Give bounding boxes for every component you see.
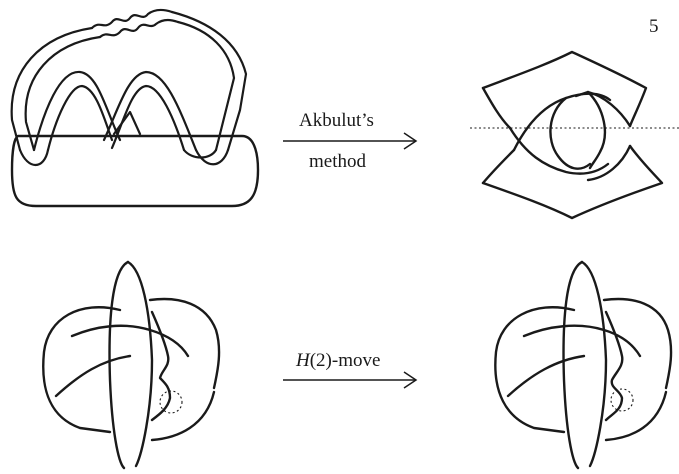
inner-lens-right-b xyxy=(586,144,632,182)
inner-diagonal xyxy=(522,324,642,358)
outer-top-arc xyxy=(148,297,221,390)
middle-triangle xyxy=(112,110,142,136)
twist-strands xyxy=(90,8,174,30)
vertical-loop-b xyxy=(580,260,608,468)
hump-left xyxy=(32,70,122,152)
dotted-circle xyxy=(159,390,183,414)
doubled-knot-diagram xyxy=(10,8,260,208)
knot-before-move xyxy=(42,260,221,470)
knot-after-move xyxy=(494,260,673,470)
vertical-loop xyxy=(562,260,584,470)
face-profile xyxy=(150,310,172,422)
move-label-h: H xyxy=(296,350,310,371)
dotted-circle xyxy=(610,388,634,412)
outer-left-arc xyxy=(494,306,576,434)
vertical-loop-b xyxy=(126,260,154,468)
right-band-b xyxy=(176,20,236,152)
arrow-label-line2: method xyxy=(309,151,366,172)
twist-strands-b xyxy=(98,18,180,39)
framed-knot-diagram xyxy=(470,50,679,220)
outer-left-arc xyxy=(42,306,122,434)
bottom-arrow xyxy=(283,371,418,389)
lower-left-bend xyxy=(18,148,50,167)
face-profile xyxy=(604,310,624,422)
inner-lens-left-b xyxy=(508,126,610,175)
outer-right-arc xyxy=(604,390,668,442)
move-label: H(2)-move xyxy=(296,350,380,372)
outer-diamond-top xyxy=(481,50,648,128)
inner-diagonal xyxy=(70,324,190,358)
hump-left-b xyxy=(46,84,114,152)
move-label-rest: (2)-move xyxy=(309,350,381,371)
top-arrow xyxy=(283,132,418,150)
outer-top-arc xyxy=(602,297,673,390)
framing-number: 5 xyxy=(649,16,659,37)
outer-band-loop xyxy=(10,26,94,152)
outer-diamond-bottom xyxy=(481,144,664,220)
center-loop-b xyxy=(586,90,607,170)
right-band xyxy=(170,10,248,152)
base-band xyxy=(10,134,260,208)
hump-right xyxy=(102,70,198,152)
vertical-loop xyxy=(108,260,130,470)
outer-band-loop-b xyxy=(24,35,102,152)
lower-right-bend-b xyxy=(182,148,218,159)
outer-diamond-lower-left xyxy=(481,148,516,185)
inner-diagonal-b xyxy=(54,354,132,398)
center-loop xyxy=(549,96,592,170)
arrow-label-line1: Akbulut’s xyxy=(299,110,374,131)
lower-right-bend xyxy=(194,148,230,166)
inner-diagonal-b xyxy=(506,354,586,398)
outer-right-arc xyxy=(150,390,216,442)
outer-diamond-left xyxy=(481,86,512,130)
